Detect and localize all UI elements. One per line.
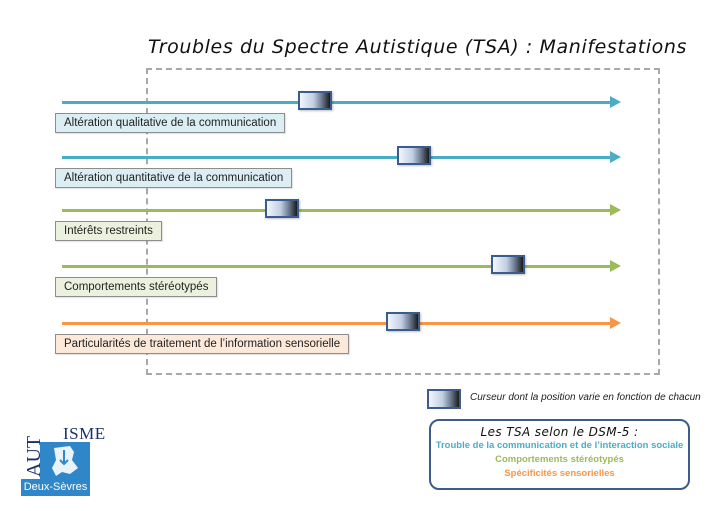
arrow-head-icon	[610, 260, 621, 272]
dsm5-item-sensory: Spécificités sensorielles	[504, 468, 615, 479]
position-cursor[interactable]	[386, 312, 420, 331]
autisme-deux-sevres-logo: ISME AUT Deux-Sèvres	[20, 424, 105, 496]
logo-isme-text: ISME	[63, 424, 106, 443]
manifestation-label: Particularités de traitement de l’inform…	[55, 334, 350, 354]
logo-region-text: Deux-Sèvres	[21, 479, 90, 496]
position-cursor[interactable]	[265, 199, 299, 218]
manifestation-row: Intérêts restreints	[0, 199, 723, 259]
dsm5-box: Les TSA selon le DSM-5 : Trouble de la c…	[429, 419, 690, 490]
arrow-head-icon	[610, 317, 621, 329]
position-cursor[interactable]	[397, 146, 431, 165]
arrow-head-icon	[610, 151, 621, 163]
dsm5-item-behaviors: Comportements stéréotypés	[495, 454, 624, 465]
spectrum-line	[62, 209, 612, 212]
manifestation-label: Comportements stéréotypés	[55, 277, 218, 297]
dsm5-item-communication: Trouble de la communication et de l’inte…	[435, 440, 684, 451]
spectrum-line	[62, 265, 612, 268]
manifestation-row: Altération quantitative de la communicat…	[0, 146, 723, 206]
map-icon	[40, 442, 90, 480]
spectrum-line	[62, 156, 612, 159]
position-cursor[interactable]	[490, 255, 525, 274]
spectrum-line	[62, 322, 612, 325]
manifestation-row: Comportements stéréotypés	[0, 255, 723, 315]
manifestation-row: Particularités de traitement de l’inform…	[0, 312, 723, 372]
legend-cursor-icon	[427, 389, 461, 409]
legend-text: Curseur dont la position varie en foncti…	[470, 392, 701, 403]
diagram-title: Troubles du Spectre Autistique (TSA) : M…	[148, 36, 687, 58]
spectrum-line	[62, 101, 612, 104]
dsm5-title: Les TSA selon le DSM-5 :	[480, 425, 639, 439]
manifestation-label: Altération qualitative de la communicati…	[55, 113, 286, 133]
arrow-head-icon	[610, 204, 621, 216]
position-cursor[interactable]	[298, 91, 332, 110]
manifestation-label: Altération quantitative de la communicat…	[55, 168, 293, 188]
arrow-head-icon	[610, 96, 621, 108]
manifestation-label: Intérêts restreints	[55, 221, 162, 241]
manifestation-row: Altération qualitative de la communicati…	[0, 91, 723, 151]
